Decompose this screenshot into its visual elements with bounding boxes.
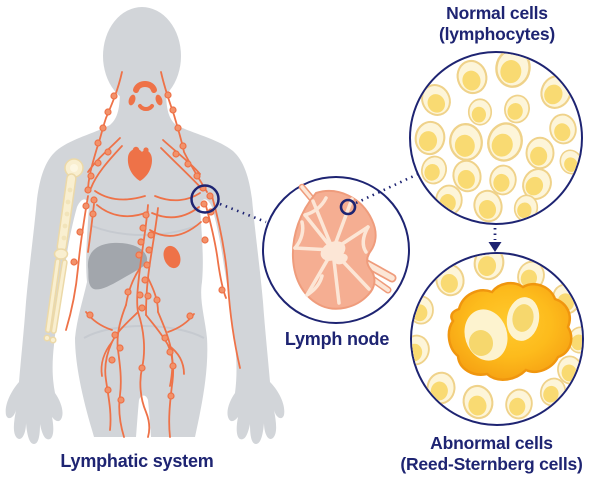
- chest-crease: [91, 225, 197, 236]
- spleen: [163, 245, 181, 269]
- heart-icon: [127, 146, 152, 181]
- reed-sternberg-cell: [447, 281, 573, 381]
- dotted-connector-body-to-node: [219, 202, 267, 224]
- abnormal-cells-title-line2: (Reed-Sternberg cells): [400, 454, 583, 475]
- lymph-node-label-text: Lymph node: [284, 329, 390, 349]
- abnormal-cells-title-line1: Abnormal cells: [430, 433, 553, 453]
- lymph-node-label: Lymph node: [268, 329, 406, 351]
- normal-cells-title-line2: (lymphocytes): [438, 24, 556, 45]
- arm-bones: [43, 158, 84, 344]
- tonsils: [128, 81, 163, 111]
- arrow-down-icon: [488, 228, 502, 252]
- lymph-node-illustration: [291, 183, 397, 310]
- normal-cells-title-line1: Normal cells: [446, 3, 548, 23]
- normal-cells-title: Normal cells (lymphocytes): [398, 3, 596, 46]
- abnormal-cells-title: Abnormal cells (Reed-Sternberg cells): [383, 433, 600, 476]
- lymphatic-system-label: Lymphatic system: [38, 451, 236, 473]
- abnormal-cells-group: [412, 254, 582, 423]
- magnifier-marker-circle: [339, 198, 357, 216]
- lymphatic-system-label-text: Lymphatic system: [60, 451, 214, 471]
- head: [103, 7, 181, 105]
- armpit-highlight-circle: [190, 184, 220, 214]
- liver: [87, 242, 148, 290]
- hip-crease: [83, 325, 205, 339]
